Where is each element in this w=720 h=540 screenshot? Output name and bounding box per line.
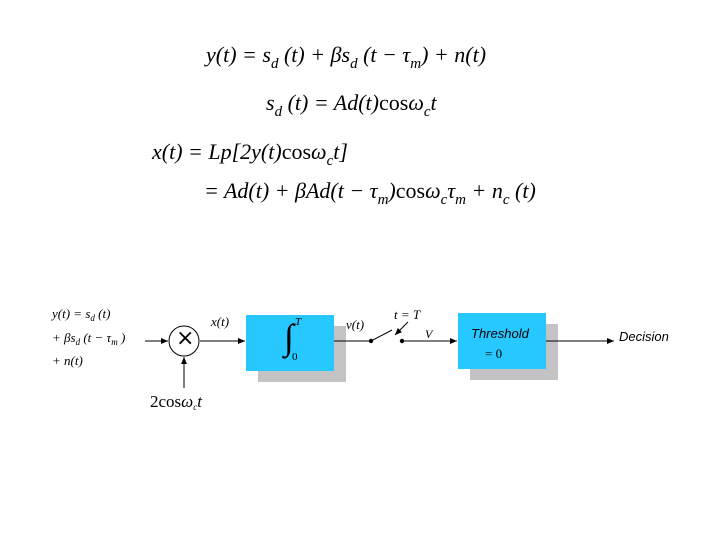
input-label-line1: y(t) = sd (t) <box>52 306 111 323</box>
integrator-upper-limit: T <box>295 316 302 328</box>
sample-time-label: t = T <box>394 307 421 322</box>
sample-arrow <box>394 321 409 336</box>
integrator-block <box>246 315 334 371</box>
equation-desired-signal: sd (t) = Ad(t)cosωct <box>266 90 437 120</box>
threshold-title: Threshold <box>471 326 529 341</box>
input-label-line2: + βsd (t − τm ) <box>52 330 126 347</box>
integral-symbol: ∫ <box>284 317 294 357</box>
threshold-value: = 0 <box>485 346 503 361</box>
integrator-lower-limit: 0 <box>292 351 298 363</box>
input-label-line3: + n(t) <box>52 353 83 368</box>
v-signal-label: v(t) <box>346 317 365 332</box>
mixer-multiply-icon: × <box>176 326 195 351</box>
decision-output-label: Decision <box>619 329 669 344</box>
sample-value-label: V <box>425 327 433 341</box>
equation-lowpass-output: x(t) = Lp[2y(t)cosωct] <box>152 139 348 169</box>
equation-lowpass-expanded: = Ad(t) + βAd(t − τm)cosωcτm + nc (t) <box>204 178 536 208</box>
switch-arm <box>370 329 393 342</box>
mixer-circle <box>168 325 200 357</box>
carrier-label: 2cosωct <box>150 392 202 412</box>
x-signal-label: x(t) <box>211 314 230 329</box>
threshold-block <box>458 313 546 369</box>
equation-received-signal: y(t) = sd (t) + βsd (t − τm) + n(t) <box>206 42 487 72</box>
